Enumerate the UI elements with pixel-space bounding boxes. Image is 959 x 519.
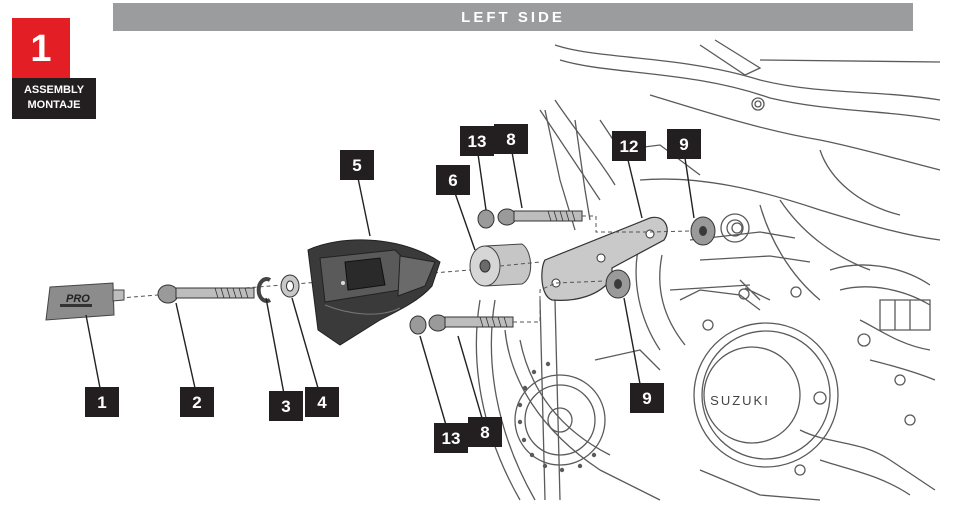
bushing-lower-part [605,269,631,299]
step-number-box: 1 [12,18,70,78]
step-label-box: ASSEMBLY MONTAJE [12,78,96,119]
callout-6: 6 [436,165,470,195]
page-title: LEFT SIDE [461,9,565,26]
leader-lines [85,151,695,426]
engine-cover-brand: SUZUKI [710,393,770,408]
callout-2: 2 [180,387,214,417]
spacer-cylinder-part [469,243,532,287]
bushing-upper-part [690,216,716,246]
callout-5: 5 [340,150,374,180]
header-bar: LEFT SIDE [113,3,913,31]
callout-9-upper: 9 [667,129,701,159]
callout-8-upper: 8 [494,124,528,154]
lower-washer-bolt-part [409,314,514,335]
pro-badge-part: PRO [45,282,125,321]
upper-washer-bolt-part [477,208,583,229]
brake-disc-holes [517,361,597,473]
step-number: 1 [30,28,52,70]
callout-3: 3 [269,391,303,421]
long-bolt-part [157,284,255,304]
alignment-guides [499,215,691,323]
motorcycle-line-art [539,39,941,501]
slider-housing-part [307,239,441,346]
bracket-plate-part [541,216,668,301]
pro-logo-text: PRO [66,293,90,305]
step-label-line2: MONTAJE [27,99,81,111]
callout-13-upper: 13 [460,126,494,156]
front-wheel-and-fork [475,109,661,501]
flat-washer-part [280,274,300,298]
callout-4: 4 [305,387,339,417]
callout-13-lower: 13 [434,423,468,453]
callout-12: 12 [612,131,646,161]
callout-1: 1 [85,387,119,417]
callout-8-lower: 8 [468,417,502,447]
split-washer-part [256,277,272,303]
callout-9-lower: 9 [630,383,664,413]
step-label-line1: ASSEMBLY [23,84,85,96]
